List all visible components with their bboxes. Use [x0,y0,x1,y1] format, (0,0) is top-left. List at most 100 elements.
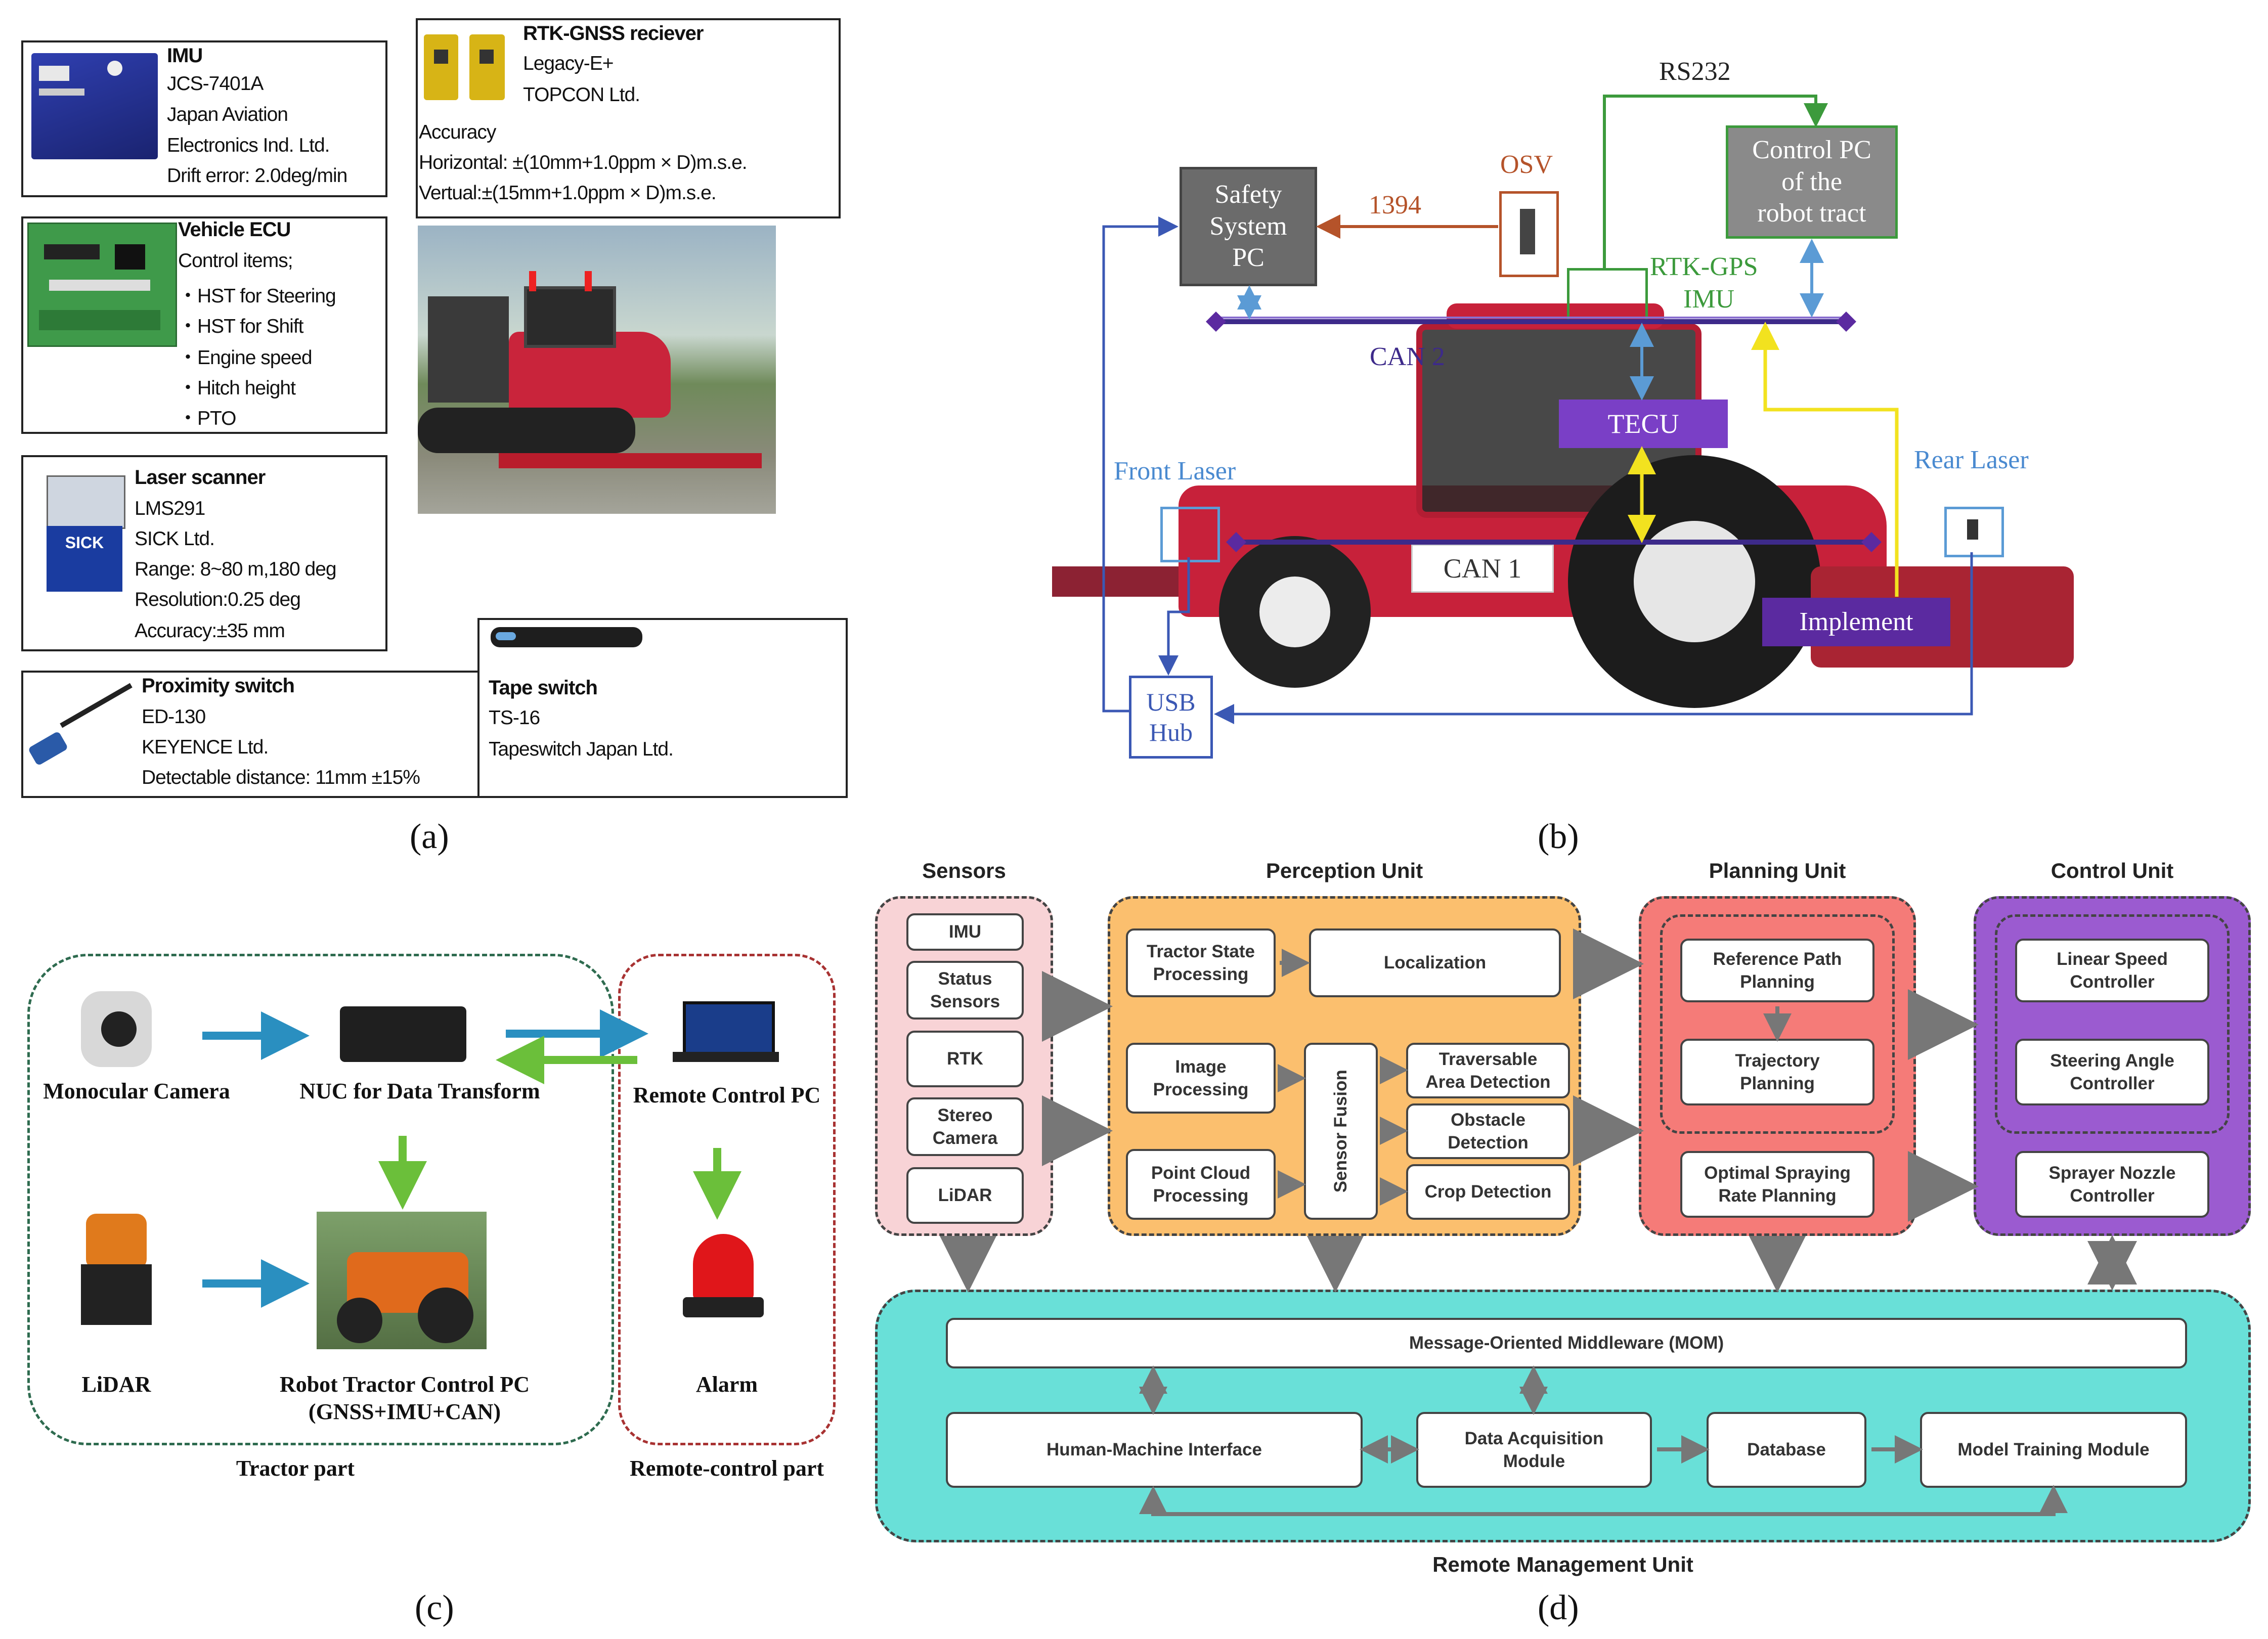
ieee1394-label: 1394 [1369,191,1421,219]
status-sensors: Status Sensors [906,961,1024,1020]
imu-line: JCS-7401A [167,73,264,95]
lidar-image [81,1214,152,1325]
remote-control-pc-label: Remote Control PC [633,1083,821,1108]
safety-system-pc-box: Safety System PC [1180,167,1317,286]
rtk-receiver-image [424,29,509,105]
linear-speed-controller: Linear Speed Controller [2015,939,2209,1002]
tape-switch-image [491,627,642,647]
laser-line: LMS291 [135,498,205,519]
tape-line: Tapeswitch Japan Ltd. [489,738,674,760]
robot-tractor-pc-sublabel: (GNSS+IMU+CAN) [308,1399,501,1424]
tape-line: TS-16 [489,707,540,729]
safety-usb-link [1102,216,1179,713]
rear-laser-box [1944,507,2004,557]
tractor-part-group [27,954,614,1445]
control-header: Control Unit [2051,859,2174,882]
proximity-line: ED-130 [142,706,206,728]
control-pc-box: Control PC of the robot tract [1726,125,1898,239]
imu-line: Electronics Ind. Ltd. [167,135,330,156]
point-cloud-processing: Point Cloud Processing [1126,1149,1276,1220]
traversable-area-detection: Traversable Area Detection [1406,1043,1570,1098]
message-oriented-middleware: Message-Oriented Middleware (MOM) [946,1318,2187,1368]
panel-a-label: (a) [410,817,449,856]
imu-label: IMU [1683,285,1735,314]
localization: Localization [1309,928,1561,997]
alarm-label: Alarm [695,1372,758,1397]
tecu-box: TECU [1559,400,1728,448]
stereo-camera-sensor: Stereo Camera [906,1097,1024,1156]
implement-box: Implement [1762,598,1950,646]
laser-line: Accuracy:±35 mm [135,620,285,642]
can1-terminator-left [1226,532,1246,552]
planning-header: Planning Unit [1709,859,1846,882]
remote-control-part-label: Remote-control part [629,1456,824,1481]
laser-line: Range: 8~80 m,180 deg [135,558,337,580]
proximity-line: Detectable distance: 11mm ±15% [142,767,420,788]
sensor-fusion: Sensor Fusion [1304,1043,1378,1220]
monocular-camera-label: Monocular Camera [43,1079,230,1103]
frontlaser-usb-link [1158,557,1190,676]
osv-label: OSV [1500,150,1553,179]
reference-path-planning: Reference Path Planning [1680,939,1874,1002]
front-laser-label: Front Laser [1114,457,1236,485]
laser-line: Resolution:0.25 deg [135,589,301,610]
panel-c-label: (c) [415,1588,454,1627]
ecu-line: ・HST for Steering [178,285,336,307]
imu-line: Japan Aviation [167,104,288,125]
tape-spec-box [477,618,848,798]
ecu-board-image [27,223,177,347]
proximity-spec-box [21,671,486,798]
ecu-line: ・Hitch height [178,377,296,399]
rtk-line: TOPCON Ltd. [523,84,640,106]
rtk-line: Legacy-E+ [523,53,614,74]
database: Database [1707,1412,1866,1488]
remote-management-header: Remote Management Unit [1432,1553,1693,1576]
lidar-sensor: LiDAR [906,1167,1024,1224]
ecu-line: ・Engine speed [178,347,313,369]
sick-logo: SICK [65,534,104,552]
rs232-label: RS232 [1659,57,1731,86]
laser-title: Laser scanner [135,466,266,489]
monocular-camera-image [81,991,152,1067]
data-acquisition-module: Data Acquisition Module [1416,1412,1652,1488]
front-laser-box [1160,507,1220,562]
rtk-line: Horizontal: ±(10mm+1.0ppm × D)m.s.e. [419,152,748,173]
proximity-line: KEYENCE Ltd. [142,736,269,758]
sensors-header: Sensors [922,859,1006,882]
optimal-spraying-rate-planning: Optimal Spraying Rate Planning [1680,1151,1874,1218]
implement-imu-link [1751,322,1899,597]
lidar-label: LiDAR [81,1372,151,1397]
can2-label: CAN 2 [1370,342,1445,371]
rearlaser-usb-link [1214,552,1973,724]
imu-device-image [31,53,158,159]
steering-angle-controller: Steering Angle Controller [2015,1039,2209,1105]
obstacle-detection: Obstacle Detection [1406,1103,1570,1159]
imu-sensor: IMU [906,913,1024,951]
ecu-title: Vehicle ECU [178,218,291,241]
robot-tractor-pc-label: Robot Tractor Control PC [279,1372,530,1397]
osv-box [1499,191,1559,277]
panel-b-label: (b) [1538,817,1579,856]
nuc-image [340,1006,466,1062]
laser-line: SICK Ltd. [135,528,215,550]
crop-detection: Crop Detection [1406,1164,1570,1220]
tape-title: Tape switch [489,677,598,699]
osv-camera-icon [1520,209,1535,254]
imu-line: Drift error: 2.0deg/min [167,165,347,187]
robot-tractor-photo-c [317,1212,487,1349]
panel-d-label: (d) [1538,1588,1579,1627]
usb-hub-box: USB Hub [1129,676,1213,759]
can1-terminator-right [1861,532,1882,552]
tractor-state-processing: Tractor State Processing [1126,928,1276,997]
rs232-link [1603,95,1828,268]
rear-laser-label: Rear Laser [1914,446,2029,474]
planning-inner-group [1660,914,1895,1134]
rtk-title: RTK-GNSS reciever [523,22,704,45]
model-to-hmi-loop [1139,1486,2056,1516]
rtk-line: Vertual:±(15mm+1.0ppm × D)m.s.e. [419,182,717,204]
ecu-line: ・PTO [178,408,236,429]
tractor-part-label: Tractor part [236,1456,355,1481]
can1-label-box: CAN 1 [1411,544,1554,593]
control-inner-group [1995,914,2230,1134]
